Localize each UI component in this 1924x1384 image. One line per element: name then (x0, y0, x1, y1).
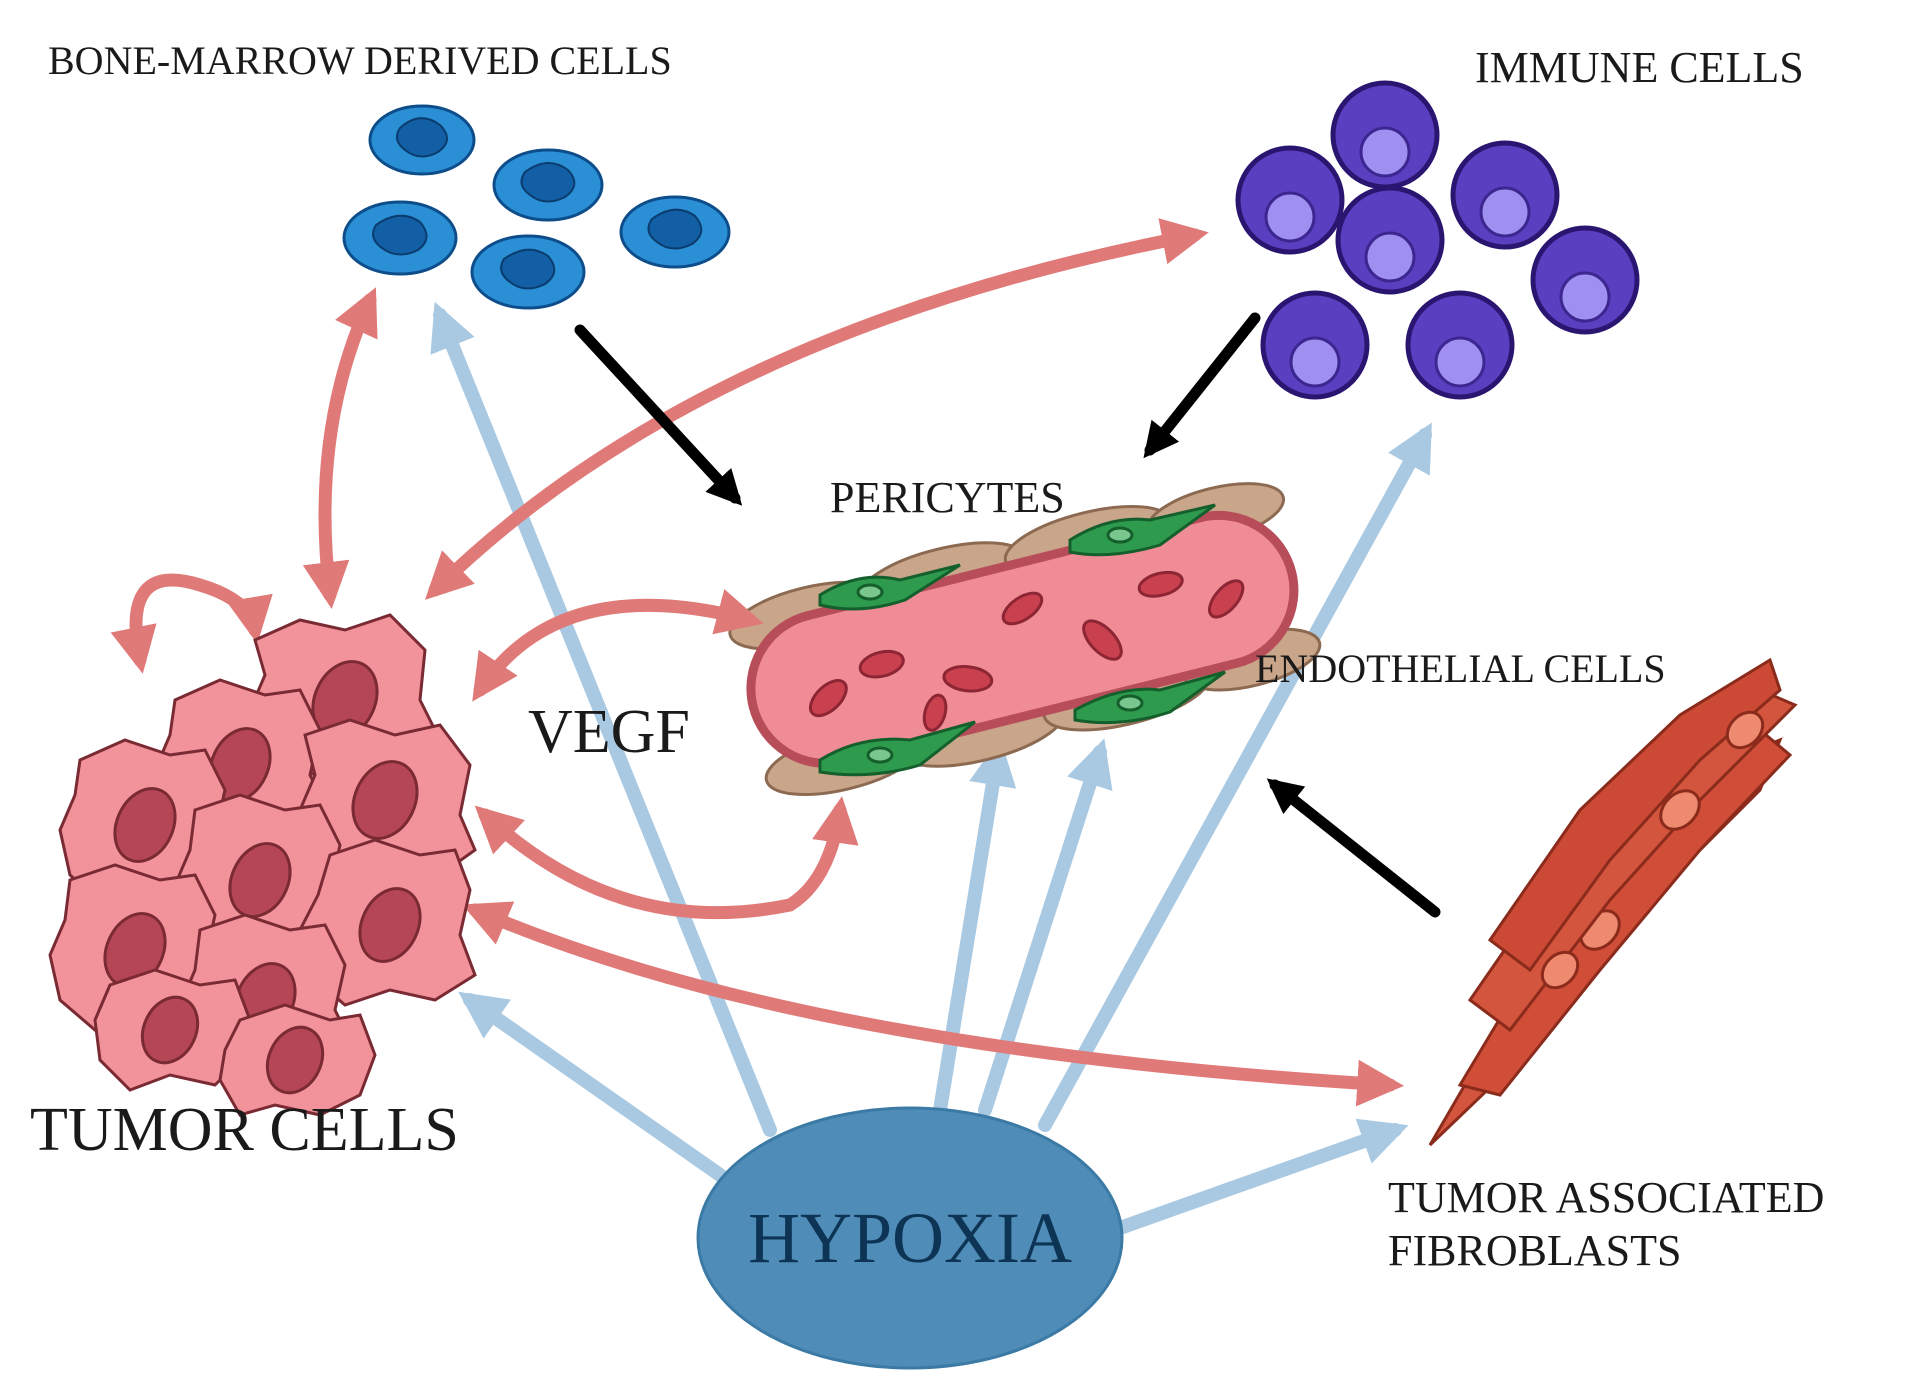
immune-cell-icon (1260, 290, 1370, 400)
tumor-vessel-vegf-arrow (472, 589, 764, 702)
tumor-bone-marrow-arrow (302, 287, 378, 609)
recruitment-arrows (574, 312, 1441, 918)
hypoxia-arrows (430, 301, 1432, 1235)
pericyte-icon (1073, 670, 1226, 725)
tumor-immune-arrow (424, 218, 1209, 600)
immune-cells (1235, 80, 1640, 400)
immune-cell-icon (1330, 80, 1440, 190)
pericyte-icon (818, 720, 976, 777)
immune-cell-icon (1450, 140, 1560, 250)
immune-to-vessel-arrow (1143, 312, 1261, 459)
bone-marrow-cell-icon (368, 104, 476, 176)
pericytes-label: PERICYTES (830, 473, 1065, 522)
tumor-cells (48, 613, 477, 1117)
taf-label-line1: TUMOR ASSOCIATED (1388, 1173, 1824, 1222)
hypoxia-to-vessel-arrow-1 (933, 737, 1017, 1117)
immune-cell-icon (1405, 290, 1515, 400)
hypoxia-to-tumor-arrow (458, 991, 727, 1182)
immune-cell-icon (1530, 225, 1640, 335)
bone-marrow-to-vessel-arrow (574, 324, 743, 506)
immune-cell-icon (1335, 185, 1445, 295)
bone-marrow-cell-icon (492, 148, 604, 222)
tumor-fibroblast-arrow (462, 901, 1405, 1107)
hypoxia-to-fibroblast-arrow (1113, 1118, 1409, 1235)
bone-marrow-cell-icon (619, 195, 731, 269)
bone-marrow-cell-icon (342, 200, 458, 276)
bone-marrow-label: BONE-MARROW DERIVED CELLS (48, 38, 672, 83)
hypoxia-ellipse (696, 1106, 1124, 1370)
tumor-cell-icon (298, 718, 477, 882)
endothelial-label: ENDOTHELIAL CELLS (1255, 646, 1666, 691)
vegf-label: VEGF (528, 698, 690, 766)
fibroblast-icon (1487, 657, 1782, 990)
fibroblasts (1428, 657, 1798, 1147)
tumor-self-loop-arrow (110, 573, 273, 674)
taf-label-line2: FIBROBLASTS (1388, 1226, 1681, 1275)
bone-marrow-cells (342, 104, 731, 310)
signaling-arrows (110, 218, 1405, 1107)
tumor-cells-label: TUMOR CELLS (30, 1096, 459, 1164)
fibroblast-to-vessel-arrow (1266, 778, 1441, 918)
hypoxia-node: HYPOXIA (696, 1106, 1124, 1370)
bone-marrow-cell-icon (470, 234, 586, 310)
immune-cell-icon (1235, 145, 1345, 255)
tumor-cell-icon (218, 1003, 377, 1117)
hypoxia-label: HYPOXIA (748, 1198, 1072, 1278)
immune-label: IMMUNE CELLS (1475, 43, 1804, 92)
tumor-cell-icon (93, 968, 252, 1092)
